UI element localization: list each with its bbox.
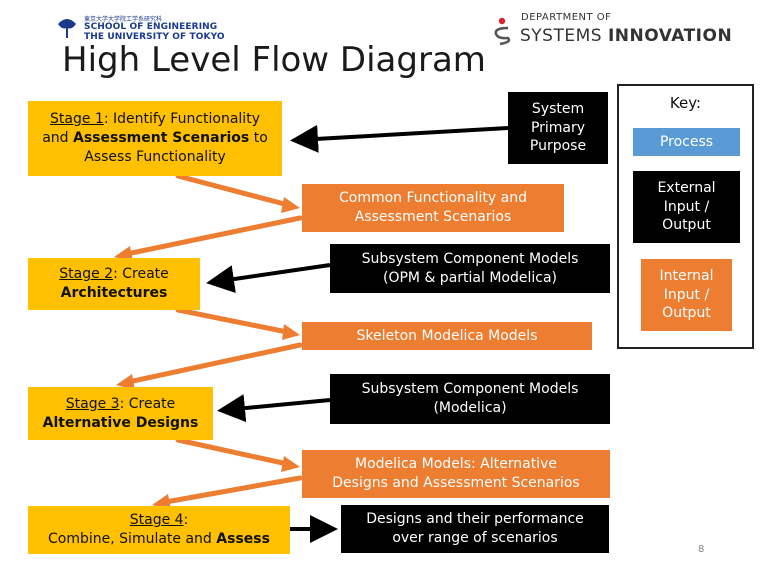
legend-external-line2: Input / [663,198,710,215]
output-2-line1: Skeleton Modelica Models [356,327,538,344]
stage-1-and: and [42,130,74,147]
university-logo-line1: SCHOOL OF ENGINEERING [84,22,218,32]
stage-4-box: Stage 4: Combine, Simulate and Assess [28,506,290,554]
stage-4-text: : [183,512,189,529]
stage-1-line3: Assess Functionality [84,148,226,165]
output-designs-performance: Designs and their performance over range… [341,505,609,553]
university-logo: 東京大学大学院工学系研究科 SCHOOL OF ENGINEERING THE … [56,14,226,44]
input-2-line1: Subsystem Component Models [361,250,579,267]
flow-arrow-o1-s2 [119,215,303,258]
legend-title: Key: [669,94,702,112]
input-3-line2: (Modelica) [433,400,507,416]
arrowhead-o2 [282,324,300,340]
legend-internal: Internal Input / Output [641,259,732,331]
legend-box [617,84,754,349]
output-4-line2: over range of scenarios [392,530,558,546]
flow-arrow-o2-s3 [121,342,303,386]
stage-1-text-b: to [249,130,268,147]
input-arrow-3 [217,394,331,423]
input-3-line1: Subsystem Component Models [361,381,579,398]
output-1-line1: Common Functionality and [339,190,527,207]
legend-internal-line3: Output [662,305,711,322]
legend-internal-line1: Internal [659,267,714,284]
legend-process: Process [633,128,740,156]
output-3-line1: Modelica Models: Alternative [355,456,557,473]
stage-2-bold: Architectures [60,285,168,301]
input-subsystem-models-modelica: Subsystem Component Models (Modelica) [330,374,610,424]
input-arrow-2 [206,263,331,293]
department-name-a: SYSTEMS [520,26,608,46]
stage-2-line1: Stage 2: Create [34,265,194,284]
output-common-functionality: Common Functionality and Assessment Scen… [302,184,564,232]
stage-3-label: Stage 3 [65,395,120,412]
stage-4-text-b: Combine, Simulate and [48,531,217,547]
legend-external-line3: Output [662,217,711,234]
output-4-line1: Designs and their performance [366,511,584,528]
university-logo-line2: THE UNIVERSITY OF TOKYO [84,32,225,42]
department-name-b: INNOVATION [607,26,733,46]
input-1-line2: Primary [530,119,586,136]
arrowhead-o1 [281,197,300,213]
stage-1-line1: Stage 1: Identify Functionality [34,110,276,129]
stage-1-text-a: : Identify Functionality [103,111,260,128]
stage-3-line1: Stage 3: Create [34,395,207,414]
stage-3-bold: Alternative Designs [42,414,199,431]
department-logo: DEPARTMENT OF SYSTEMS INNOVATION [490,12,732,48]
page-title: High Level Flow Diagram [62,40,486,80]
stage-1-label: Stage 1 [50,111,104,128]
legend-external-line1: External [657,179,716,196]
flow-arrow-s3-o3 [175,437,295,468]
flow-arrow-s2-o2 [175,307,295,336]
department-logo-name: SYSTEMS INNOVATION [520,26,732,46]
output-alternative-designs: Modelica Models: Alternative Designs and… [302,450,610,498]
stage-2-text: : Create [113,266,169,283]
department-logo-top: DEPARTMENT OF [521,12,612,23]
department-mark-icon [494,17,511,46]
output-skeleton-models: Skeleton Modelica Models [302,322,592,350]
flow-arrow-s1-o1 [175,173,295,209]
input-1-line3: Purpose [529,138,587,155]
stage-1-line2: and Assessment Scenarios to [34,129,276,148]
stage-4-label: Stage 4 [129,512,184,529]
input-arrow-1 [290,124,509,153]
input-1-line1: System [531,100,585,117]
output-3-line2: Designs and Assessment Scenarios [332,475,580,491]
stage-4-line1: Stage 4: [34,511,284,530]
page-number: 8 [698,544,705,555]
stage-2-box: Stage 2: Create Architectures [28,258,200,310]
flow-arrow-o3-s4 [157,475,303,506]
stage-3-box: Stage 3: Create Alternative Designs [28,387,213,440]
input-system-purpose: System Primary Purpose [508,92,608,164]
stage-2-label: Stage 2 [59,266,114,283]
stage-4-bold: Assess [216,531,270,547]
stage-3-text: : Create [119,395,176,412]
legend-process-label: Process [659,134,714,150]
stage-1-bold: Assessment Scenarios [73,130,250,147]
ginkgo-emblem-icon [58,19,76,38]
university-logo-japanese: 東京大学大学院工学系研究科 [84,16,163,23]
input-subsystem-models-opm: Subsystem Component Models (OPM & partia… [330,244,610,293]
legend-external: External Input / Output [633,171,740,243]
input-2-line2: (OPM & partial Modelica) [382,269,557,286]
stage-1-box: Stage 1: Identify Functionality and Asse… [28,101,282,176]
arrowhead-o3 [281,456,300,472]
output-1-line2: Assessment Scenarios [354,209,512,225]
legend-internal-line2: Input / [663,286,710,303]
arrowhead-s3 [116,374,135,390]
stage-4-line2: Combine, Simulate and Assess [34,530,284,549]
